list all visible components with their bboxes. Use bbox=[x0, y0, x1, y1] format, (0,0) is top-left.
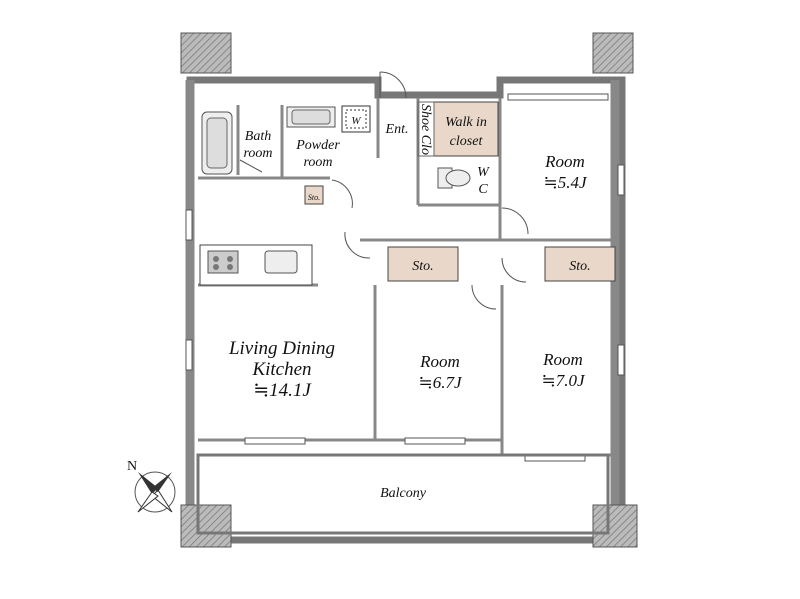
storage-east: Sto. bbox=[544, 246, 616, 282]
room-ne-name: Room bbox=[544, 152, 585, 171]
ldk-label-2: Kitchen bbox=[251, 359, 311, 380]
doors bbox=[239, 71, 529, 310]
room-center-name: Room bbox=[419, 352, 460, 371]
bath-room-label-2: room bbox=[243, 146, 272, 161]
room-east-name: Room bbox=[542, 350, 583, 369]
ldk-size: ≒14.1J bbox=[253, 380, 312, 401]
balcony-area bbox=[196, 453, 610, 535]
shoe-closet: Shoe Clo bbox=[417, 101, 435, 157]
room-center-size: ≒6.7J bbox=[418, 373, 462, 392]
compass-rose: N bbox=[127, 459, 176, 513]
entrance-label: Ent. bbox=[385, 122, 409, 137]
powder-room-label-2: room bbox=[303, 155, 332, 170]
windows bbox=[185, 93, 625, 462]
wc-label-1: W bbox=[477, 165, 490, 180]
storage-center-label: Sto. bbox=[412, 259, 433, 274]
walk-in-closet-label-1: Walk in bbox=[445, 115, 487, 130]
walk-in-closet: Walk in closet bbox=[433, 101, 499, 157]
room-east-size: ≒7.0J bbox=[541, 371, 585, 390]
corner-columns bbox=[180, 32, 638, 548]
kitchen-counter bbox=[199, 244, 313, 286]
walk-in-closet-label-2: closet bbox=[450, 134, 484, 149]
washer-space: W bbox=[341, 105, 371, 133]
bathtub bbox=[201, 111, 233, 175]
ldk-label-1: Living Dining bbox=[228, 338, 335, 359]
powder-room-label-1: Powder bbox=[295, 138, 340, 153]
compass-north-label: N bbox=[127, 459, 137, 474]
storage-east-label: Sto. bbox=[569, 259, 590, 274]
storage-small: Sto. bbox=[304, 185, 324, 205]
washer-label: W bbox=[351, 115, 361, 127]
toilet bbox=[437, 167, 471, 189]
room-ne-size: ≒5.4J bbox=[543, 173, 587, 192]
wc-label-2: C bbox=[478, 182, 488, 197]
shoe-closet-label: Shoe Clo bbox=[418, 104, 433, 155]
balcony-label: Balcony bbox=[380, 486, 427, 501]
storage-center: Sto. bbox=[387, 246, 459, 282]
vanity-sink bbox=[286, 106, 336, 128]
outer-walls bbox=[185, 76, 626, 545]
storage-small-label: Sto. bbox=[308, 193, 320, 202]
bath-room-label-1: Bath bbox=[245, 129, 271, 144]
